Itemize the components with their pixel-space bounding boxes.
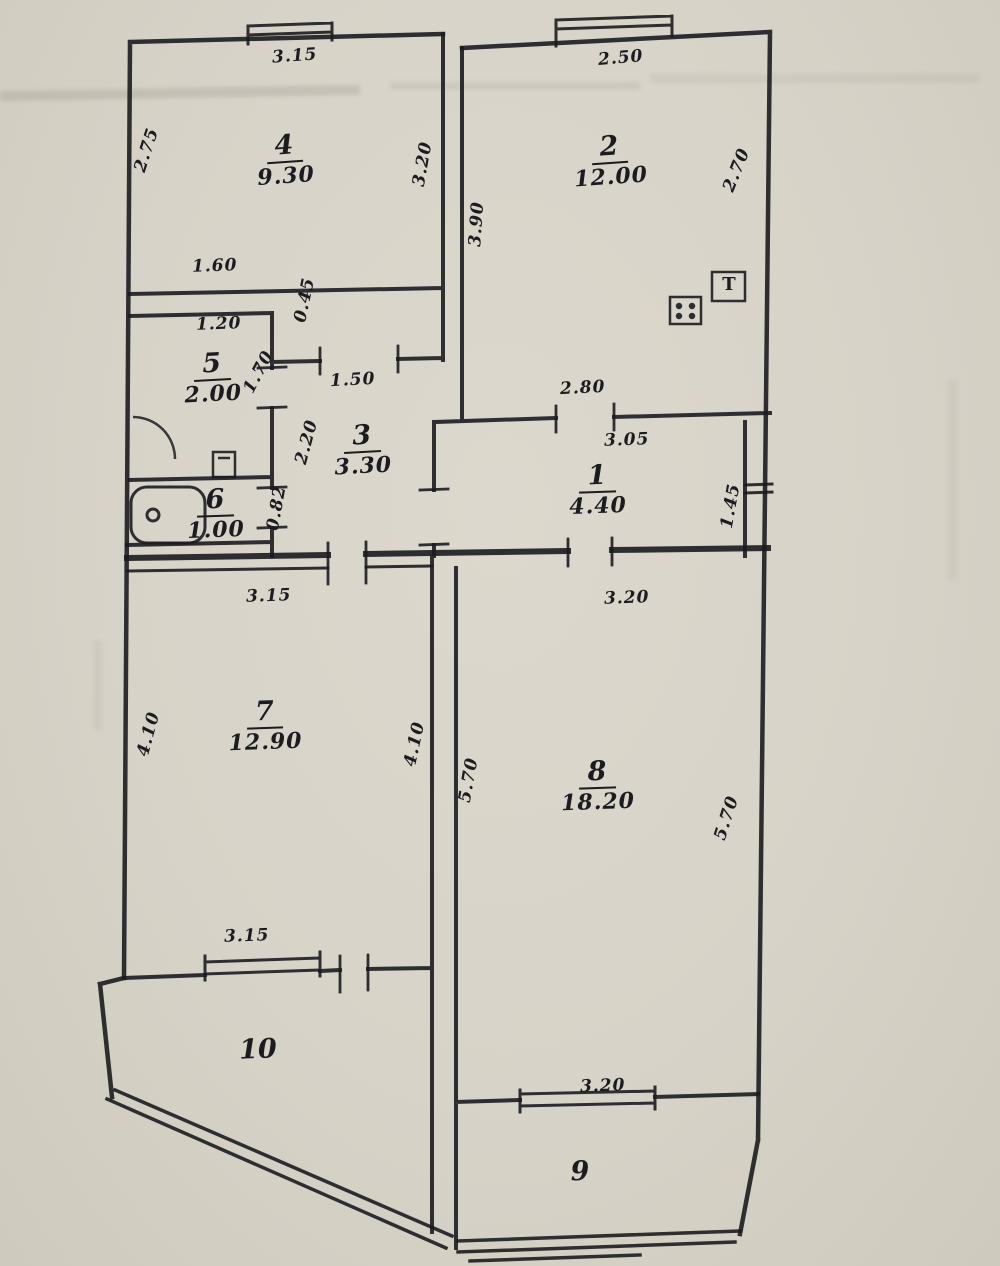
outer-walls bbox=[97, 29, 773, 1237]
door-swing-arc bbox=[132, 415, 177, 460]
room-label-6: 6 1.00 bbox=[167, 484, 264, 545]
room-number: 9 bbox=[570, 1155, 590, 1188]
room-label-7: 7 12.90 bbox=[209, 696, 321, 757]
dimension-label: 3.05 bbox=[603, 429, 650, 451]
room-label-1: 1 4.40 bbox=[549, 460, 646, 521]
dimension-label: 3.15 bbox=[223, 925, 270, 947]
room-label-3: 3 3.30 bbox=[314, 420, 412, 481]
room-number: 6 bbox=[196, 484, 234, 518]
room-number: 4 bbox=[264, 129, 304, 165]
dimension-label: 3.15 bbox=[271, 44, 319, 68]
windows bbox=[203, 14, 674, 1114]
room-label-2: 2 12.00 bbox=[548, 129, 672, 194]
room-number: 8 bbox=[578, 756, 616, 790]
room-area: 12.90 bbox=[228, 728, 303, 757]
room-label-4: 4 9.30 bbox=[228, 128, 342, 192]
dimension-label: 1.60 bbox=[191, 255, 238, 277]
sink-icon bbox=[211, 450, 237, 479]
room-label-10: 10 bbox=[228, 1033, 289, 1066]
balcony-railings bbox=[104, 1087, 742, 1263]
bathtub-icon bbox=[129, 485, 207, 545]
room-label-9: 9 bbox=[550, 1155, 611, 1188]
boiler-icon bbox=[710, 270, 747, 303]
dimension-label: 2.80 bbox=[559, 376, 606, 400]
load-bearing-wall bbox=[123, 482, 774, 573]
room-number: 3 bbox=[342, 420, 382, 455]
dimension-label: 3.90 bbox=[465, 200, 489, 248]
stove-icon bbox=[668, 295, 703, 326]
dimension-label: 1.50 bbox=[329, 368, 376, 392]
dimension-label: 2.50 bbox=[597, 46, 645, 70]
room-number: 7 bbox=[245, 696, 284, 730]
room-number: 5 bbox=[192, 348, 232, 383]
boiler-label: T bbox=[722, 274, 736, 295]
room-number: 10 bbox=[238, 1033, 278, 1066]
room-label-8: 8 18.20 bbox=[539, 756, 656, 817]
room-area: 18.20 bbox=[560, 788, 636, 817]
room-area: 4.40 bbox=[568, 492, 628, 521]
room-area: 1.00 bbox=[186, 516, 246, 545]
door-ticks bbox=[256, 344, 616, 994]
interior-walls bbox=[121, 32, 773, 1250]
room-number: 1 bbox=[578, 460, 616, 494]
dimension-label: 3.20 bbox=[603, 587, 650, 609]
dimension-label: 3.15 bbox=[245, 585, 292, 607]
dimension-label: 1.20 bbox=[195, 313, 242, 335]
room-number: 2 bbox=[589, 130, 629, 166]
dimension-label: 3.20 bbox=[579, 1075, 626, 1097]
